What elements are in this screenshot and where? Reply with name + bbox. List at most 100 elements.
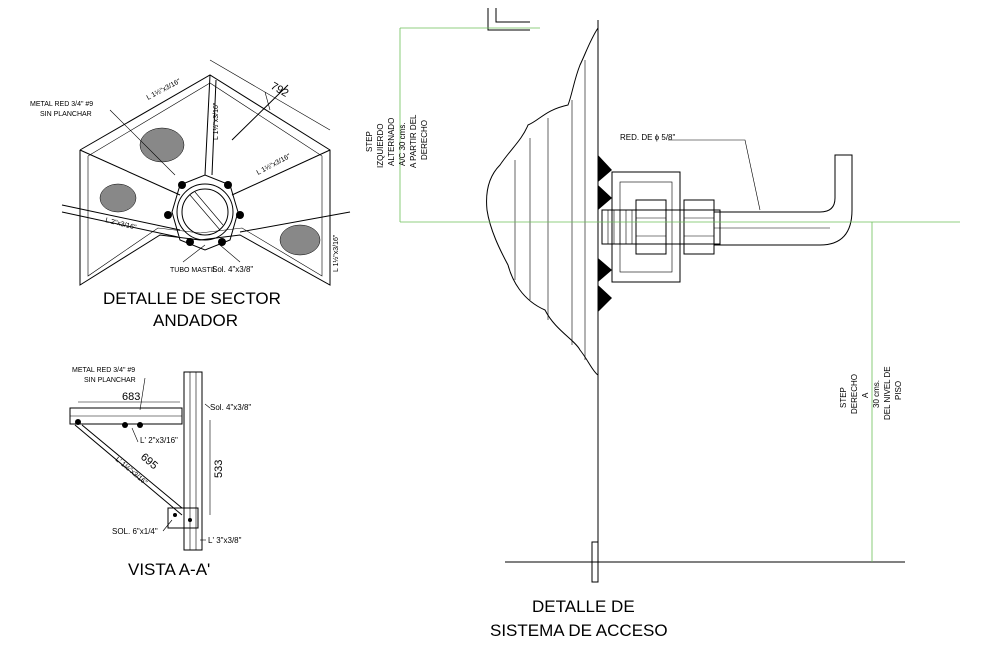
sector-label-angle-left: L 2"x3/16" <box>105 217 138 232</box>
top-bracket <box>487 8 530 31</box>
step-right-line-1: STEP <box>839 387 848 408</box>
radial-member-lower-left-2 <box>61 211 179 238</box>
weld-3 <box>598 258 612 282</box>
vista-leader-metal <box>139 377 146 411</box>
vista-bolt-b <box>122 422 128 428</box>
radial-member-top <box>204 74 211 176</box>
vista-label-angle-2: L' 2"x3/16" <box>140 436 178 445</box>
leader-metal <box>109 109 176 176</box>
access-detail: RED. DE ϕ 5/8" STEP IZQUIERDO ALTERNADO … <box>365 8 960 640</box>
sector-frame-inner <box>87 82 323 277</box>
step-right-line-4: 30 cms. <box>872 380 881 408</box>
mesh-hatch-left <box>99 183 137 213</box>
step-right-line-5: DEL NIVEL DE <box>883 366 892 420</box>
access-title-1: DETALLE DE <box>532 597 635 616</box>
vista-label-sol-bottom: SOL. 6"x1/4" <box>112 527 158 536</box>
bolt-2 <box>224 181 232 189</box>
step-right-note: STEP DERECHO A 30 cms. DEL NIVEL DE PISO <box>839 366 903 420</box>
step-left-line-1: STEP <box>365 131 374 152</box>
weld-4 <box>598 285 612 312</box>
sector-label-angle-side: L 1½"x3/16" <box>332 234 340 272</box>
step-left-line-3: ALTERNADO <box>387 118 396 166</box>
floor-plate <box>591 541 599 583</box>
vista-mast <box>183 371 203 551</box>
step-left-line-5: A PARTIR DEL <box>409 114 418 168</box>
radial-member-top-2 <box>211 79 217 176</box>
u-clamp-inner <box>619 181 673 273</box>
access-title-2: SISTEMA DE ACCESO <box>490 621 668 640</box>
bolt-5 <box>186 238 194 246</box>
sector-detail: METAL RED 3/4" #9 SIN PLANCHAR TUBO MAST… <box>30 59 351 330</box>
sector-label-metal-1: METAL RED 3/4" #9 <box>30 101 93 108</box>
vista-detail: METAL RED 3/4" #9 SIN PLANCHAR 683 Sol. … <box>69 367 251 579</box>
step-right-line-3: A <box>861 392 870 398</box>
dim-tick-792 <box>264 91 271 111</box>
top-bracket-2 <box>495 8 530 23</box>
vista-base-plate <box>167 507 199 529</box>
sector-label-sol: Sol. 4"x3/8" <box>212 265 253 274</box>
mesh-hatch-top <box>139 127 185 163</box>
radial-member-lower-left <box>61 204 181 231</box>
weld-1 <box>598 155 612 182</box>
mast-tube-inner <box>181 188 229 236</box>
vista-leader-angle2 <box>131 427 139 443</box>
step-left-line-4: A/C 30 cms. <box>398 122 407 166</box>
leader-red <box>668 139 761 211</box>
sector-label-metal-2: SIN PLANCHAR <box>40 111 92 118</box>
sector-dim-792: 792 <box>269 80 291 100</box>
bolt-1 <box>178 181 186 189</box>
leader-792 <box>231 84 289 141</box>
tube-hatch-1 <box>189 194 221 231</box>
access-label-red: RED. DE ϕ 5/8" <box>620 133 675 142</box>
leader-tubo <box>182 244 206 263</box>
bolt-6 <box>218 238 226 246</box>
step-bar <box>714 154 853 246</box>
vista-bolt-a <box>75 419 81 425</box>
sector-label-angle-vertical: L 1½"x3/16" <box>212 102 220 140</box>
vista-dim-533: 533 <box>213 460 225 478</box>
vista-label-metal-2: SIN PLANCHAR <box>84 377 136 384</box>
vista-brace <box>74 424 183 516</box>
vista-leader-sol <box>204 403 211 409</box>
concrete-profile <box>486 27 599 376</box>
sector-title-1: DETALLE DE SECTOR <box>103 289 281 308</box>
bolt-4 <box>236 211 244 219</box>
step-left-line-2: IZQUIERDO <box>376 124 385 168</box>
sector-title-2: ANDADOR <box>153 311 238 330</box>
step-right-line-2: DERECHO <box>850 374 859 414</box>
vista-label-sol-top: Sol. 4"x3/8" <box>210 403 251 412</box>
bolt-3 <box>164 211 172 219</box>
vista-brace-2 <box>81 424 183 509</box>
mesh-hatch-right <box>279 224 321 256</box>
rod-threads <box>607 210 633 244</box>
vista-label-angle-3: L' 3"x3/8" <box>208 536 242 545</box>
nut-left <box>635 199 667 255</box>
vista-title: VISTA A-A' <box>128 560 210 579</box>
radial-member-right <box>231 149 331 196</box>
tube-hatch-2 <box>194 191 224 226</box>
vista-dim-695: 695 <box>138 451 160 472</box>
vista-label-metal-1: METAL RED 3/4" #9 <box>72 367 135 374</box>
vista-plate-bolt <box>173 513 177 517</box>
sector-label-angle-top: L 1½"x3/16" <box>145 77 182 102</box>
nut-right <box>683 199 715 255</box>
vista-plate-bolt-2 <box>188 518 192 522</box>
profile-hatch <box>514 60 586 360</box>
vista-bolt-c <box>137 422 143 428</box>
radial-member-lower-right <box>239 211 351 233</box>
u-clamp-outer <box>611 171 681 283</box>
step-left-line-6: DERECHO <box>420 120 429 160</box>
step-right-line-6: PISO <box>894 381 903 400</box>
leader-sol <box>219 244 241 263</box>
dim-line-792 <box>209 59 331 131</box>
sector-frame <box>79 74 331 286</box>
radial-member-left <box>79 149 181 196</box>
threaded-rod <box>601 209 721 245</box>
vista-leader-sol-b <box>162 519 173 532</box>
mast-collar <box>171 174 239 251</box>
sector-label-tubo: TUBO MASTIL <box>170 267 217 274</box>
step-left-note: STEP IZQUIERDO ALTERNADO A/C 30 cms. A P… <box>365 114 429 168</box>
mast-tube-outer <box>176 183 234 241</box>
vista-dim-683: 683 <box>122 391 140 403</box>
